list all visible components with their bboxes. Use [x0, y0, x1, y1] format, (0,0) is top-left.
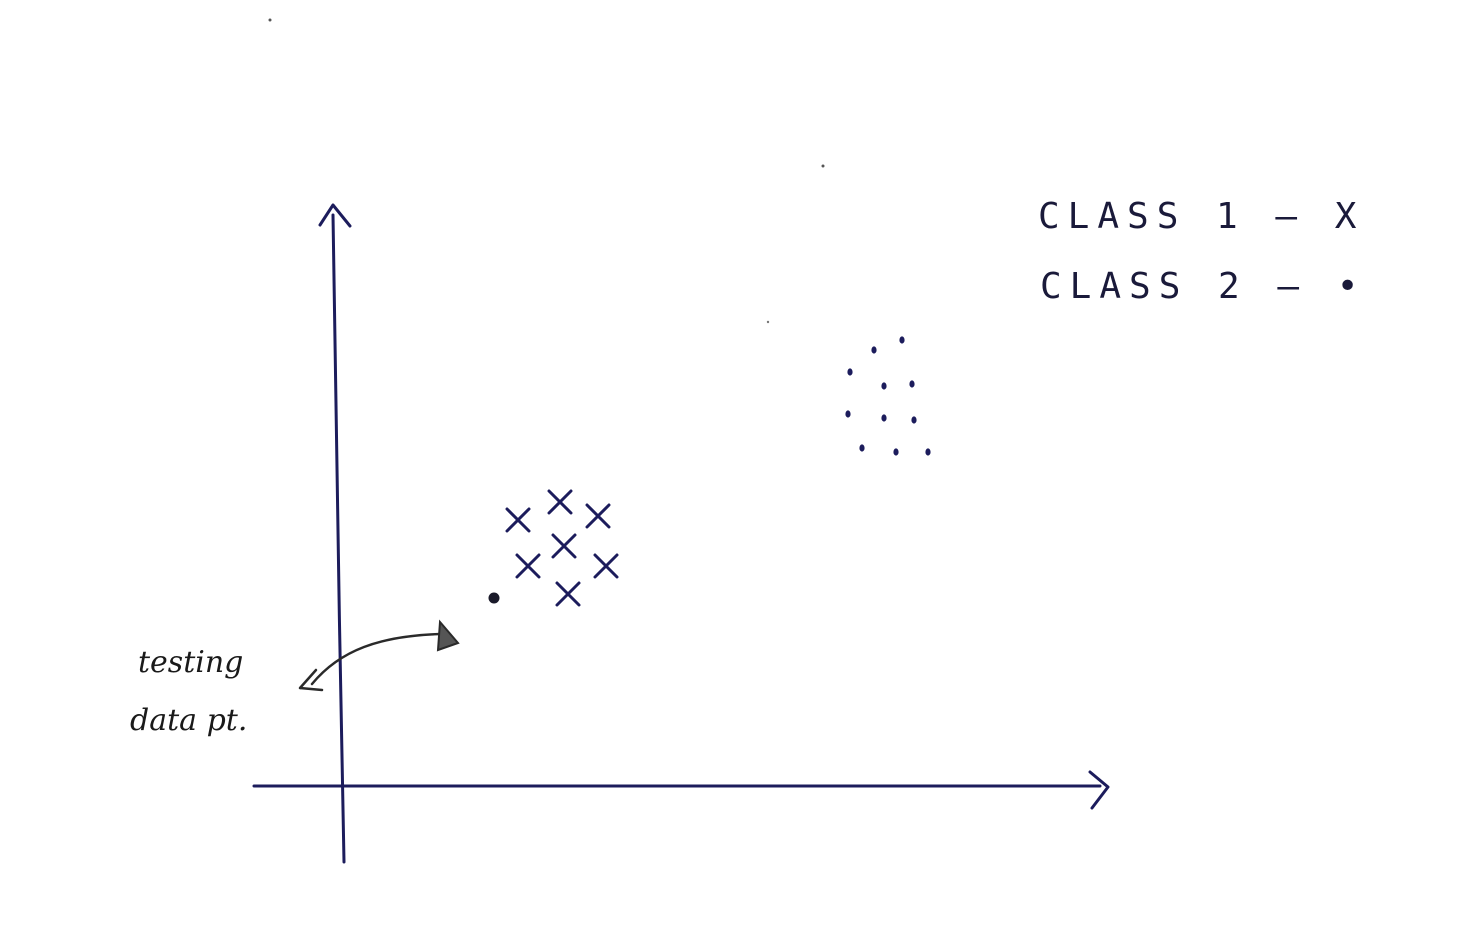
- legend-class-1: CLASS 1 – X: [1038, 196, 1364, 237]
- y-axis-arrowhead-icon: [318, 203, 352, 228]
- dot-icon: [909, 380, 915, 388]
- x-mark-icon: [505, 507, 531, 533]
- annotation: testing data pt.: [130, 645, 247, 738]
- curved-arrow-icon: [310, 632, 442, 686]
- paper-speck: [268, 18, 272, 22]
- legend: CLASS 1 – X CLASS 2 – •: [1038, 196, 1366, 307]
- x-axis-arrowhead-icon: [1088, 770, 1110, 810]
- pointer-arrow: [298, 619, 460, 692]
- legend-class-2: CLASS 2 – •: [1040, 266, 1366, 307]
- x-mark-icon: [515, 553, 541, 579]
- testing-data-point: [488, 592, 500, 604]
- dot-icon: [893, 448, 899, 456]
- arrowhead-left-icon: [298, 668, 324, 692]
- class-2-cluster: [845, 336, 931, 456]
- dot-icon: [845, 410, 851, 418]
- dot-icon: [911, 416, 917, 424]
- dot-icon: [881, 414, 887, 422]
- x-mark-icon: [585, 503, 611, 529]
- arrowhead-triangle-icon: [436, 619, 460, 652]
- y-axis: [331, 213, 346, 864]
- x-mark-icon: [555, 581, 581, 607]
- annotation-line-1: testing: [138, 645, 243, 680]
- class-1-cluster: [505, 489, 619, 607]
- axes: [252, 203, 1110, 864]
- x-mark-icon: [547, 489, 573, 515]
- x-mark-icon: [551, 533, 577, 559]
- dot-icon: [881, 382, 887, 390]
- dot-icon: [847, 368, 853, 376]
- paper-speck: [821, 164, 825, 168]
- paper-speck: [766, 320, 770, 324]
- annotation-line-2: data pt.: [130, 703, 247, 738]
- dot-icon: [859, 444, 865, 452]
- x-mark-icon: [593, 553, 619, 579]
- dot-icon: [925, 448, 931, 456]
- dot-icon: [871, 346, 877, 354]
- dot-icon: [899, 336, 905, 344]
